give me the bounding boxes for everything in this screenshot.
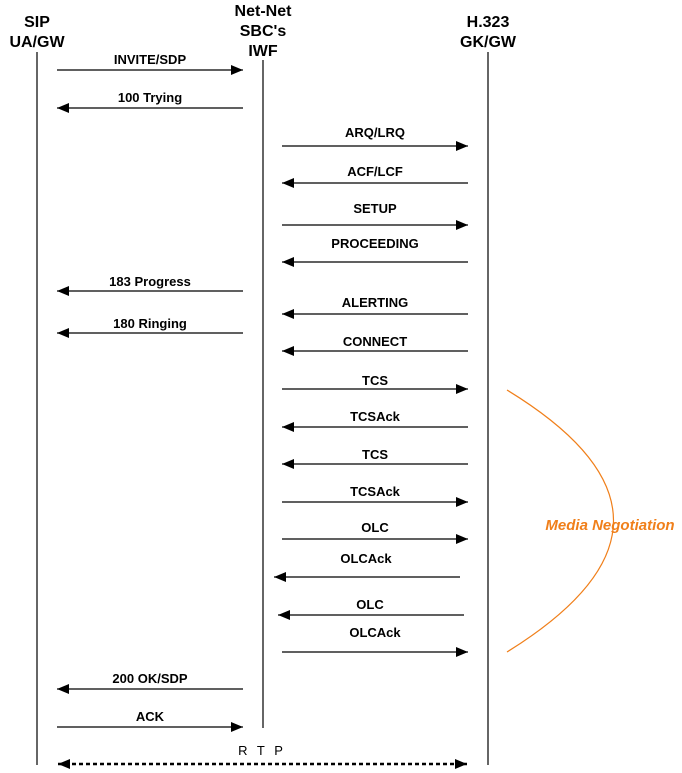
message-olc: OLC xyxy=(278,597,464,620)
message-label: SETUP xyxy=(353,201,397,216)
message-label: TCS xyxy=(362,447,388,462)
rtp-label: R T P xyxy=(238,743,286,758)
message-invite-sdp: INVITE/SDP xyxy=(57,52,243,75)
message-label: PROCEEDING xyxy=(331,236,418,251)
message-200-ok-sdp: 200 OK/SDP xyxy=(57,671,243,694)
message-olcack: OLCAck xyxy=(282,625,468,657)
participant-sbc-line-3: IWF xyxy=(248,43,278,60)
message-label: 183 Progress xyxy=(109,274,191,289)
message-label: TCSAck xyxy=(350,409,401,424)
message-label: ACK xyxy=(136,709,165,724)
message-ack: ACK xyxy=(57,709,243,732)
message-connect: CONNECT xyxy=(282,334,468,356)
message-setup: SETUP xyxy=(282,201,468,230)
message-tcs: TCS xyxy=(282,447,468,469)
message-180-ringing: 180 Ringing xyxy=(57,316,243,338)
message-label: 180 Ringing xyxy=(113,316,187,331)
media-negotiation-bracket xyxy=(506,389,614,653)
participant-sbc-line-2: SBC's xyxy=(240,23,287,40)
message-acf-lcf: ACF/LCF xyxy=(282,164,468,188)
rtp-media-stream: R T P xyxy=(58,743,467,769)
participant-h323-line-2: GK/GW xyxy=(460,34,517,51)
participant-sip-header: SIP UA/GW xyxy=(9,14,65,51)
message-label: ACF/LCF xyxy=(347,164,403,179)
message-olc: OLC xyxy=(282,520,468,544)
message-label: TCS xyxy=(362,373,388,388)
media-negotiation-annotation: Media Negotiation xyxy=(506,389,675,653)
message-label: OLCAck xyxy=(340,551,392,566)
participant-sbc-line-1: Net-Net xyxy=(235,3,293,20)
participant-sip-line-1: SIP xyxy=(24,14,50,31)
message-label: OLC xyxy=(356,597,384,612)
message-tcs: TCS xyxy=(282,373,468,394)
message-proceeding: PROCEEDING xyxy=(282,236,468,267)
participant-h323-header: H.323 GK/GW xyxy=(460,14,517,51)
message-label: OLCAck xyxy=(349,625,401,640)
participant-sip-line-2: UA/GW xyxy=(9,34,65,51)
message-label: 100 Trying xyxy=(118,90,182,105)
message-label: CONNECT xyxy=(343,334,407,349)
message-label: 200 OK/SDP xyxy=(112,671,187,686)
message-label: INVITE/SDP xyxy=(114,52,187,67)
message-arq-lrq: ARQ/LRQ xyxy=(282,125,468,151)
message-tcsack: TCSAck xyxy=(282,484,468,507)
message-label: ARQ/LRQ xyxy=(345,125,405,140)
participant-sbc-header: Net-Net SBC's IWF xyxy=(235,3,293,60)
media-negotiation-label: Media Negotiation xyxy=(545,517,674,534)
message-olcack: OLCAck xyxy=(274,551,460,582)
message-label: OLC xyxy=(361,520,389,535)
message-alerting: ALERTING xyxy=(282,295,468,319)
message-100-trying: 100 Trying xyxy=(57,90,243,113)
message-label: TCSAck xyxy=(350,484,401,499)
participant-h323-line-1: H.323 xyxy=(467,14,510,31)
message-label: ALERTING xyxy=(342,295,408,310)
message-tcsack: TCSAck xyxy=(282,409,468,432)
message-183-progress: 183 Progress xyxy=(57,274,243,296)
